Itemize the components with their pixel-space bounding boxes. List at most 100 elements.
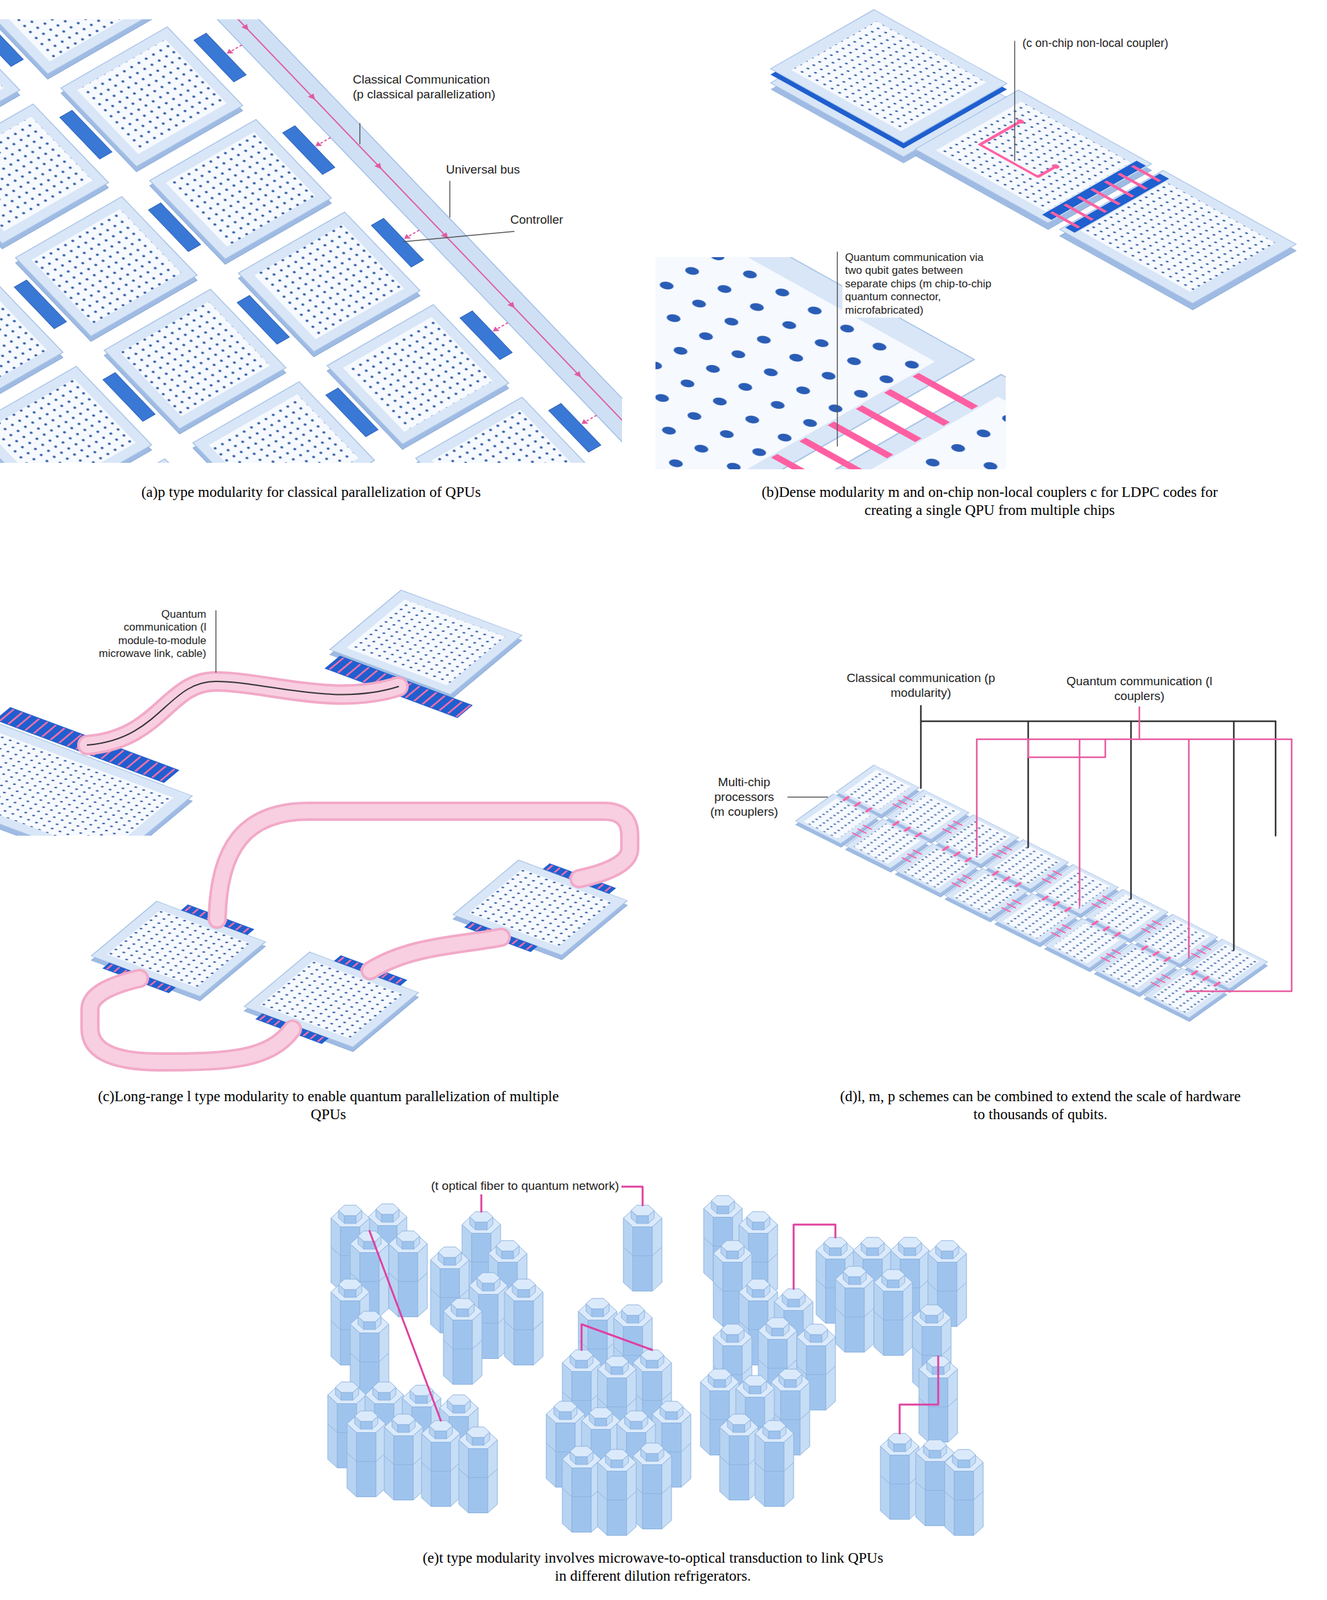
prism-face xyxy=(771,1327,784,1336)
microwave-link xyxy=(217,810,630,919)
chip-face xyxy=(254,224,405,340)
chip-to-chip-coupler xyxy=(1132,165,1160,182)
stage-line xyxy=(912,1346,952,1356)
chip-frame xyxy=(58,458,241,463)
prism-face xyxy=(721,1323,745,1335)
connector-stripe xyxy=(345,959,351,964)
stage-line xyxy=(430,1288,470,1298)
connector-stripe xyxy=(42,724,57,737)
prism-face xyxy=(743,1375,767,1386)
l-coupler-wire xyxy=(1028,739,1106,758)
dilution-refrigerator xyxy=(623,1204,662,1292)
chip-face xyxy=(1142,918,1210,959)
callout-label: (c on-chip non-local coupler) xyxy=(1019,35,1171,52)
m-coupler xyxy=(956,878,966,883)
chip-to-chip-coupler xyxy=(1064,204,1093,220)
prism-face xyxy=(929,1449,941,1458)
signal-arrow xyxy=(507,301,518,310)
leader-line xyxy=(1014,41,1016,161)
connector-stripe xyxy=(447,701,463,714)
m-coupler xyxy=(1152,951,1159,956)
controller-bar xyxy=(102,372,155,422)
prism-face xyxy=(954,1470,974,1536)
chip-face xyxy=(803,798,871,839)
m-coupler xyxy=(843,796,849,801)
panel-d xyxy=(795,705,1292,1022)
l-coupler-wire xyxy=(976,738,1292,741)
prism-face xyxy=(338,1278,362,1290)
m-coupler xyxy=(1196,949,1206,954)
qubit-lattice xyxy=(655,396,1006,470)
connector-stripe xyxy=(512,939,518,945)
chip-face xyxy=(935,101,1132,212)
dilution-refrigerator xyxy=(458,1426,498,1513)
leader-line xyxy=(449,181,451,218)
prism-face xyxy=(396,1230,420,1241)
signal-arrow xyxy=(224,48,234,56)
dilution-refrigerator xyxy=(755,1420,794,1507)
dilution-refrigerator xyxy=(873,1269,913,1356)
dilution-refrigerator xyxy=(880,1433,919,1520)
prism-face xyxy=(883,1291,903,1356)
m-coupler xyxy=(904,827,910,832)
stage-line xyxy=(796,1365,836,1375)
prism-face xyxy=(632,1226,653,1292)
stage-line xyxy=(880,1474,919,1484)
m-coupler xyxy=(1051,931,1061,937)
stage-line xyxy=(632,1391,672,1401)
chip-face xyxy=(853,823,921,864)
prism-face xyxy=(713,1379,726,1387)
callout-label: Multi-chip processors (m couplers) xyxy=(705,774,783,820)
m-coupler xyxy=(1114,931,1121,937)
prism-face xyxy=(659,1400,684,1412)
controller-bar xyxy=(371,218,424,268)
m-coupler xyxy=(1141,927,1151,933)
prism-face xyxy=(357,1310,382,1322)
l-coupler-wire xyxy=(976,739,979,855)
prism-face xyxy=(624,1410,648,1421)
m-coupler xyxy=(1047,874,1057,880)
controller-bar xyxy=(282,125,335,175)
chip-face xyxy=(165,131,316,247)
m-coupler xyxy=(1156,978,1166,983)
prism-face xyxy=(586,1298,610,1309)
m-coupler xyxy=(1103,926,1110,931)
m-coupler xyxy=(1141,945,1148,950)
stage-line xyxy=(562,1391,601,1401)
stage-line xyxy=(758,1359,797,1369)
prism-face xyxy=(861,1237,885,1248)
classical-wire xyxy=(1274,721,1277,836)
connector-stripe xyxy=(597,884,603,889)
prism-face xyxy=(378,1391,391,1400)
m-coupler xyxy=(915,832,922,837)
prism-face xyxy=(338,1204,362,1216)
m-coupler xyxy=(893,821,900,826)
prism-face xyxy=(636,1215,649,1223)
qubit-lattice xyxy=(1142,918,1210,959)
prism-face xyxy=(415,1395,428,1403)
prism-face xyxy=(372,1381,396,1392)
chip-face xyxy=(1080,181,1276,292)
prism-face xyxy=(646,1359,659,1368)
m-coupler xyxy=(992,870,998,876)
prism-face xyxy=(829,1247,842,1256)
m-coupler xyxy=(954,851,961,856)
callout-label: (t optical fiber to quantum network) xyxy=(428,1177,623,1194)
qubit-lattice xyxy=(844,769,912,810)
qubit-lattice xyxy=(254,224,405,340)
prism-face xyxy=(627,1314,639,1323)
prism-face xyxy=(356,1432,376,1497)
leader-line xyxy=(215,610,217,673)
connector-stripe xyxy=(352,962,358,968)
stage-line xyxy=(347,1452,386,1462)
prism-face xyxy=(621,1304,645,1315)
non-local-coupler xyxy=(979,121,1079,177)
prism-face xyxy=(958,1459,970,1468)
leader-lines xyxy=(215,41,1015,797)
qubit-lattice xyxy=(1152,972,1220,1013)
prism-face xyxy=(475,1221,488,1230)
cable-core xyxy=(87,681,399,745)
prism-face xyxy=(893,1443,906,1452)
m-coupler xyxy=(1161,974,1171,979)
connector-stripe xyxy=(164,985,170,991)
